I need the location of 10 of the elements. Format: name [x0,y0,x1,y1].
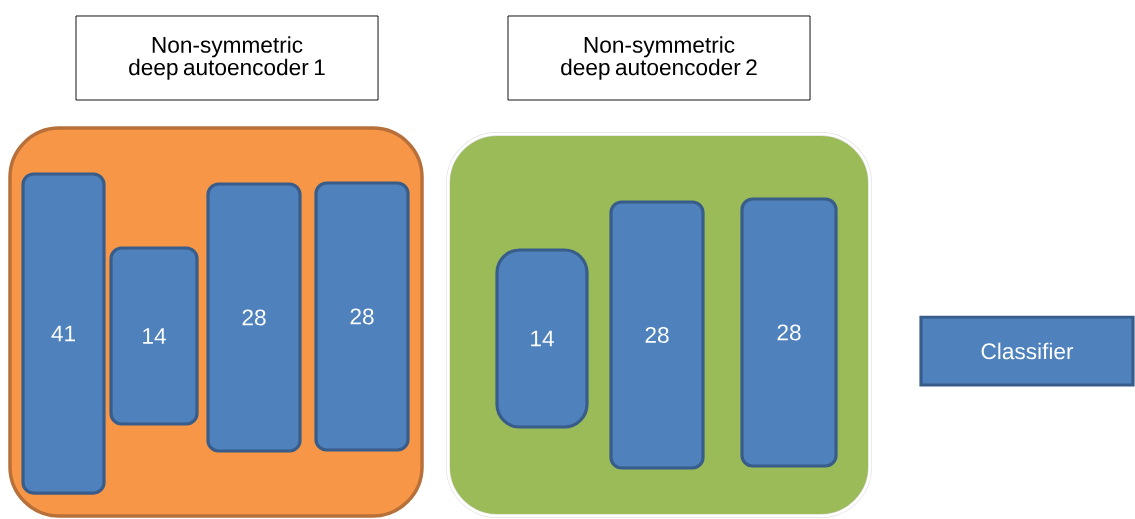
layer-bar: 28 [314,181,410,452]
layer-bar: 28 [206,182,302,453]
title-box: Non-symmetric deep autoencoder 2 [507,15,811,101]
layer-bar: 14 [495,248,589,429]
layer-bar: 14 [109,246,199,426]
layer-bar: 28 [609,200,705,470]
title-box: Non-symmetric deep autoencoder 1 [75,15,379,101]
classifier-box: Classifier [919,315,1135,387]
layer-bar: 41 [21,172,106,495]
layer-bar: 28 [740,197,838,468]
